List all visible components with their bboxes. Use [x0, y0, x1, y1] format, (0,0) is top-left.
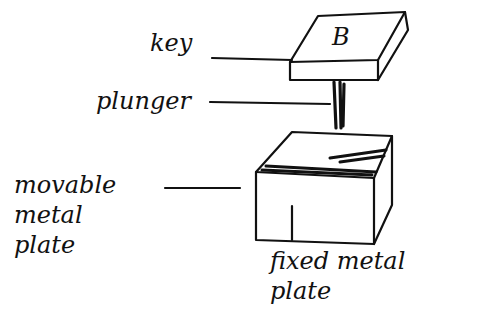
- part-label: key: [150, 28, 220, 58]
- key-side: [378, 12, 408, 80]
- key-top: [290, 12, 405, 62]
- leader-line: [165, 187, 240, 189]
- movable-plate: [262, 150, 386, 175]
- plunger-rod: [334, 82, 344, 128]
- key-front: [290, 60, 378, 80]
- base-front: [256, 172, 374, 244]
- leader-line: [291, 206, 293, 240]
- key-legend: B: [332, 22, 362, 52]
- leader-line: [210, 102, 330, 104]
- base-top: [256, 132, 392, 178]
- part-label: plunger: [96, 86, 216, 116]
- part-label: movable metal plate: [14, 170, 134, 260]
- part-label: fixed metal plate: [270, 246, 430, 306]
- leader-line: [212, 58, 292, 60]
